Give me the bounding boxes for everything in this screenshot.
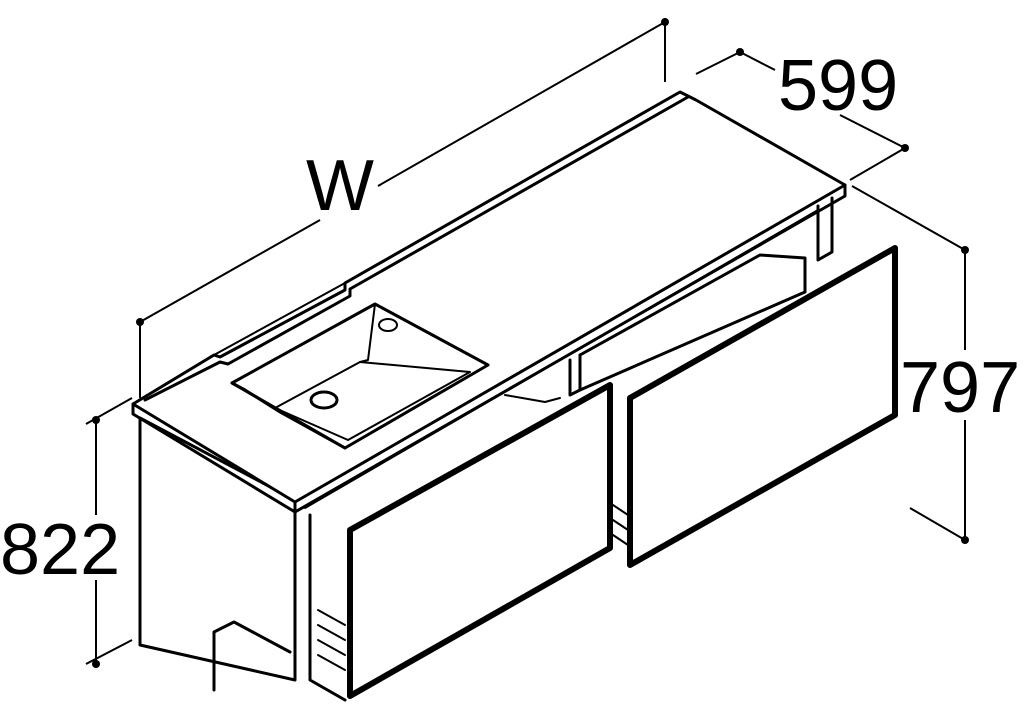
dimension-depth-label: 599 [778,46,898,126]
drawer-right-box [568,353,582,397]
drawer-left[interactable] [308,382,613,702]
sink-overflow [378,318,398,332]
sink-drain [309,390,339,410]
drawer-left-rail-1 [317,609,346,626]
drawer-left-box [308,513,347,702]
sink-basin [230,302,490,450]
sink-inner-left [230,381,347,450]
drawer-right-rail-2 [612,519,629,531]
drawer-right[interactable] [568,245,898,568]
countertop-backsplash [143,95,690,402]
dimension-depth: 599 [695,46,909,181]
dimension-height-right-label: 797 [900,348,1020,428]
plinth-cutout [212,620,292,692]
drawer-right-rail-1 [612,504,629,516]
dimension-height-right: 797 [851,185,1020,544]
countertop-backsplash-top [213,91,681,356]
drawer-left-front[interactable] [347,382,613,699]
cabinet-right-post [816,196,834,262]
drawer-right-front[interactable] [627,245,898,568]
dimension-height-left-label: 822 [0,510,120,590]
drawer-left-rail-3 [317,639,346,656]
countertop-front-edge [131,183,847,514]
drawer-left-rail-4 [317,654,346,671]
cabinet-left-side [138,416,297,682]
drawer-left-inner-top [504,394,561,403]
dimension-width: W [136,18,669,398]
dimension-width-label: W [306,146,374,226]
sink-bowl-floor [274,361,471,441]
dimension-height-left: 822 [0,397,133,668]
drawer-left-rail-2 [317,624,346,641]
drawer-right-rail-3 [612,534,629,546]
sink-back-wall [359,303,376,363]
drawer-right-inner [578,253,807,392]
